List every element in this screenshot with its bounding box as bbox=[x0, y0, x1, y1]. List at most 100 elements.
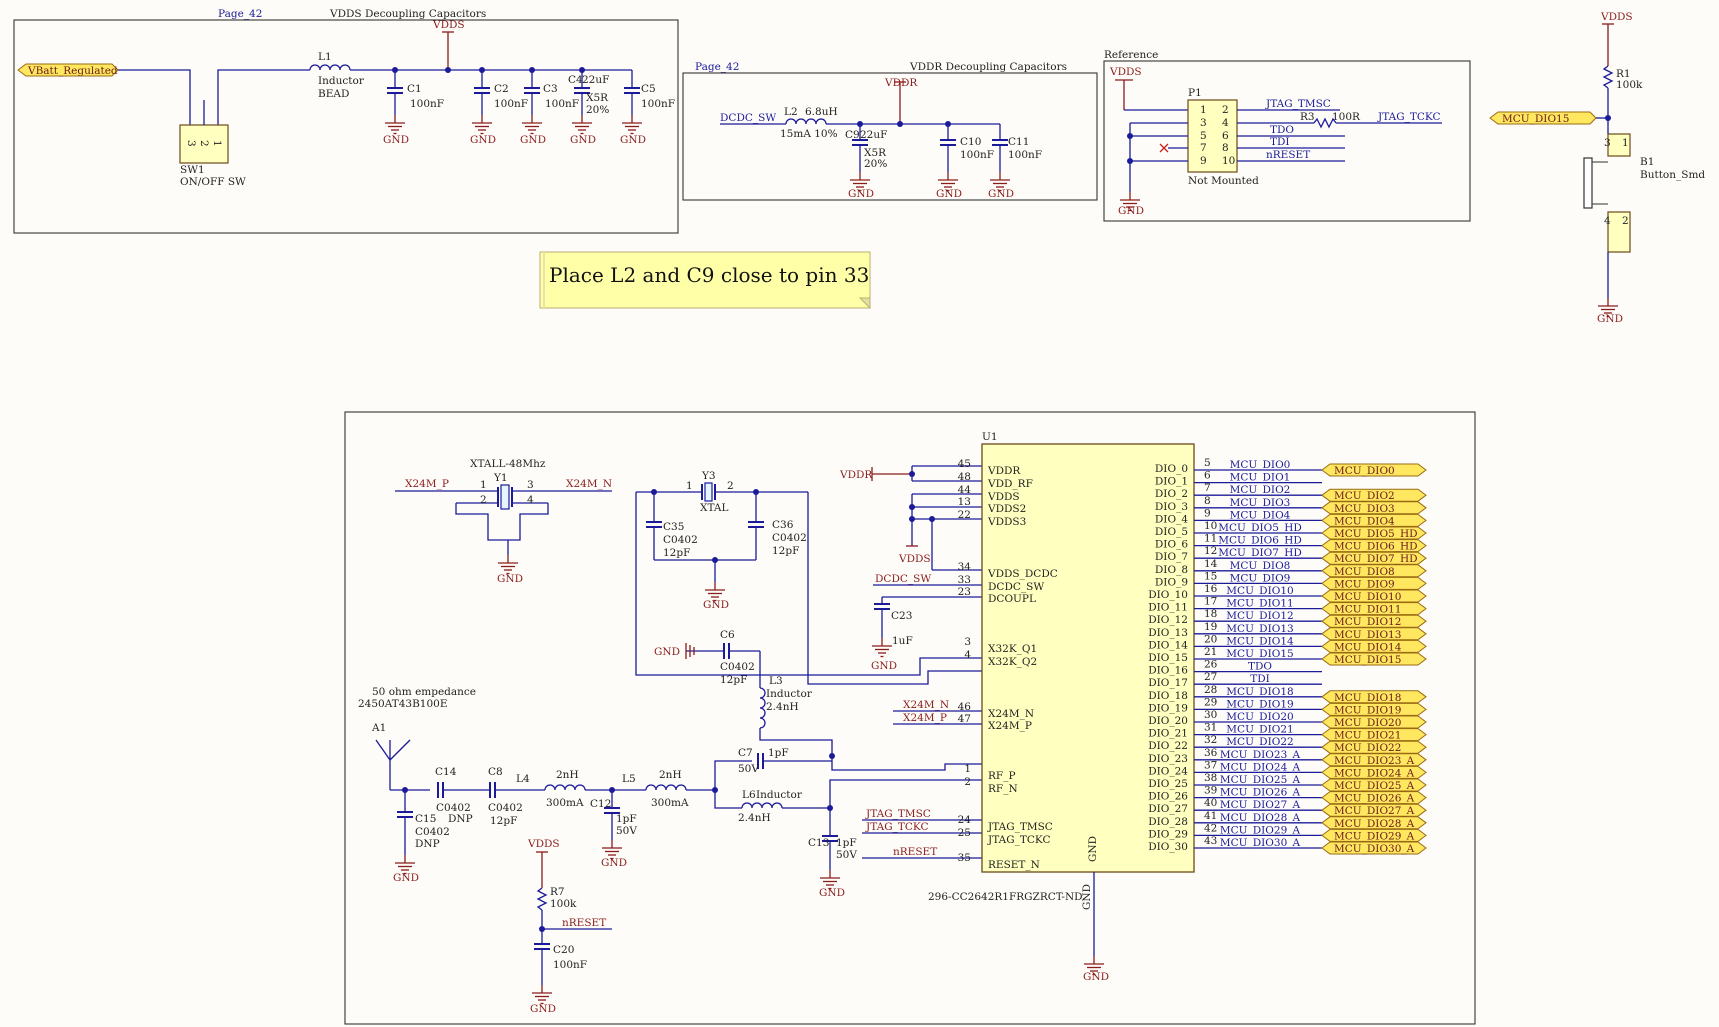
mcu-dio-port-label: MCU_DIO15 bbox=[1334, 654, 1401, 666]
mcu-dio-port[interactable] bbox=[1321, 639, 1427, 653]
u1-pin-number: 14 bbox=[1204, 558, 1218, 570]
mcu-dio-port[interactable] bbox=[1321, 564, 1427, 578]
c1-cap[interactable]: C1 100nF GND bbox=[383, 67, 444, 146]
r3-resistor[interactable] bbox=[1313, 117, 1337, 129]
y1-crystal[interactable]: XTALL-48Mhz Y1 X24M_P X24M_N 1 3 2 4 GND bbox=[395, 458, 612, 585]
b1-pin-block[interactable] bbox=[1607, 211, 1631, 253]
r7-value: 100k bbox=[550, 898, 577, 910]
l3-inductor[interactable]: L3 Inductor 2.4nH bbox=[759, 675, 813, 729]
gnd-label: GND bbox=[601, 857, 627, 869]
u1-pin-number: 33 bbox=[958, 574, 971, 586]
u1-pin-name: DCOUPL bbox=[988, 593, 1036, 605]
b1-button[interactable] bbox=[1583, 157, 1593, 209]
p1-pin-number: 8 bbox=[1222, 142, 1229, 154]
net-label: TDI bbox=[1250, 673, 1270, 685]
mcu-dio-port[interactable] bbox=[1321, 715, 1427, 729]
c3-cap[interactable]: C3 100nF GND bbox=[520, 67, 579, 146]
mcu-dio-port[interactable] bbox=[1321, 728, 1427, 742]
net-label: MCU_DIO22 bbox=[1226, 736, 1293, 748]
mcu-dio-port[interactable] bbox=[1321, 576, 1427, 590]
x24m-n-net: X24M_N bbox=[903, 699, 949, 711]
sw1-symbol[interactable] bbox=[179, 124, 229, 164]
mcu-dio-port[interactable] bbox=[1321, 702, 1427, 716]
mcu-dio-port[interactable] bbox=[1321, 614, 1427, 628]
b1-value: Button_Smd bbox=[1640, 169, 1705, 181]
c12-cap[interactable]: C12 1pF 50V GND bbox=[590, 790, 637, 869]
u1-ic[interactable] bbox=[981, 443, 1195, 873]
mcu-dio-port[interactable] bbox=[1321, 765, 1427, 779]
c11-cap[interactable]: C11 100nF GND bbox=[988, 124, 1042, 200]
c36-cap[interactable]: C36 C0402 12pF bbox=[747, 492, 807, 560]
c2-cap[interactable]: C2 100nF GND bbox=[470, 67, 528, 146]
c15-cap[interactable]: C15 C0402 DNP GND bbox=[393, 790, 450, 884]
placement-note[interactable]: Place L2 and C9 close to pin 33 bbox=[539, 251, 871, 310]
mcu-dio-port[interactable] bbox=[1321, 828, 1427, 842]
mcu-dio-port[interactable] bbox=[1321, 690, 1427, 704]
c20-value: 100nF bbox=[553, 959, 587, 971]
mcu-dio-port[interactable] bbox=[1321, 589, 1427, 603]
net-label: MCU_DIO10 bbox=[1226, 585, 1293, 597]
c15-ref: C15 bbox=[415, 813, 436, 825]
b1-ref: B1 bbox=[1640, 156, 1654, 168]
c7-cap[interactable]: C7 1pF 50V bbox=[738, 747, 789, 775]
c23-cap[interactable]: C23 1uF GND bbox=[871, 596, 982, 672]
c3-value: 100nF bbox=[545, 98, 579, 110]
mcu-dio-port-label: MCU_DIO27_A bbox=[1334, 805, 1415, 817]
r1-resistor[interactable] bbox=[1602, 65, 1614, 89]
c6-cap[interactable]: C6 C0402 12pF bbox=[720, 629, 755, 686]
c9-cap[interactable]: C9 22uF X5R 20% GND bbox=[845, 121, 887, 200]
c5-cap[interactable]: C5 100nF GND bbox=[620, 70, 675, 146]
mcu-dio-port[interactable] bbox=[1321, 526, 1427, 540]
l6-inductor[interactable]: L6 Inductor 2.4nH bbox=[738, 789, 803, 824]
mcu-dio-port[interactable] bbox=[1321, 488, 1427, 502]
mcu-dio-port[interactable] bbox=[1321, 602, 1427, 616]
a1-antenna[interactable]: 50 ohm empedance 2450AT43B100E A1 bbox=[358, 686, 476, 790]
l5-line2: 300mA bbox=[651, 797, 689, 809]
c14-cap[interactable]: C14 C0402 DNP bbox=[435, 766, 473, 825]
l3-ref: L3 bbox=[769, 675, 783, 687]
l2-inductor[interactable] bbox=[785, 118, 827, 125]
y3-crystal[interactable]: Y3 XTAL 1 2 bbox=[636, 470, 808, 514]
l4-line2: 300mA bbox=[546, 797, 584, 809]
u1-pin-name: DIO_18 bbox=[1148, 690, 1188, 702]
mcu-dio-port[interactable] bbox=[1321, 841, 1427, 855]
c7-line2: 50V bbox=[738, 763, 759, 775]
mcu-dio-port[interactable] bbox=[1321, 463, 1427, 477]
mcu-dio-port[interactable] bbox=[1321, 740, 1427, 754]
p1-pin-number: 10 bbox=[1222, 155, 1235, 167]
u1-pin-name: DIO_1 bbox=[1155, 476, 1188, 488]
mcu-dio-port[interactable] bbox=[1321, 778, 1427, 792]
l4-inductor[interactable]: L4 2nH 300mA bbox=[516, 769, 586, 809]
tdo-net: TDO bbox=[1270, 124, 1294, 136]
c8-cap[interactable]: C8 C0402 12pF bbox=[488, 766, 523, 827]
c20-cap[interactable]: C20 100nF GND bbox=[530, 943, 587, 1015]
c13-cap[interactable]: C13 1pF 50V GND bbox=[808, 808, 857, 899]
mcu-dio-port[interactable] bbox=[1321, 539, 1427, 553]
mcu-dio-port[interactable] bbox=[1321, 816, 1427, 830]
c35-cap[interactable]: C35 C0402 12pF bbox=[645, 492, 698, 560]
mcu-dio-port[interactable] bbox=[1321, 501, 1427, 515]
u1-pin-name: DIO_5 bbox=[1155, 526, 1188, 538]
l1-inductor[interactable] bbox=[309, 64, 351, 71]
u1-pin-number: 24 bbox=[958, 814, 972, 826]
y1-ref: Y1 bbox=[493, 472, 508, 484]
c4-cap[interactable]: C4 22uF X5R 20% GND bbox=[568, 67, 609, 146]
net-label: MCU_DIO30_A bbox=[1220, 837, 1301, 849]
mcu-dio-port[interactable] bbox=[1321, 753, 1427, 767]
mcu-dio-port[interactable] bbox=[1321, 627, 1427, 641]
u1-pin-name: RESET_N bbox=[988, 859, 1040, 871]
c10-cap[interactable]: C10 100nF GND bbox=[936, 121, 994, 200]
b1-pin-block[interactable] bbox=[1607, 133, 1631, 157]
mcu-dio-port[interactable] bbox=[1321, 551, 1427, 565]
mcu-dio-port[interactable] bbox=[1321, 513, 1427, 527]
mcu-dio-port[interactable] bbox=[1321, 652, 1427, 666]
u1-pin-number: 44 bbox=[958, 484, 972, 496]
r7-resistor[interactable]: R7 100k bbox=[536, 886, 577, 911]
u1-pin-number: 38 bbox=[1204, 772, 1217, 784]
mcu-dio-port[interactable] bbox=[1321, 791, 1427, 805]
mcu-dio-port[interactable] bbox=[1321, 803, 1427, 817]
u1-pin-name: DIO_22 bbox=[1148, 740, 1188, 752]
l5-inductor[interactable]: L5 2nH 300mA bbox=[622, 769, 689, 809]
